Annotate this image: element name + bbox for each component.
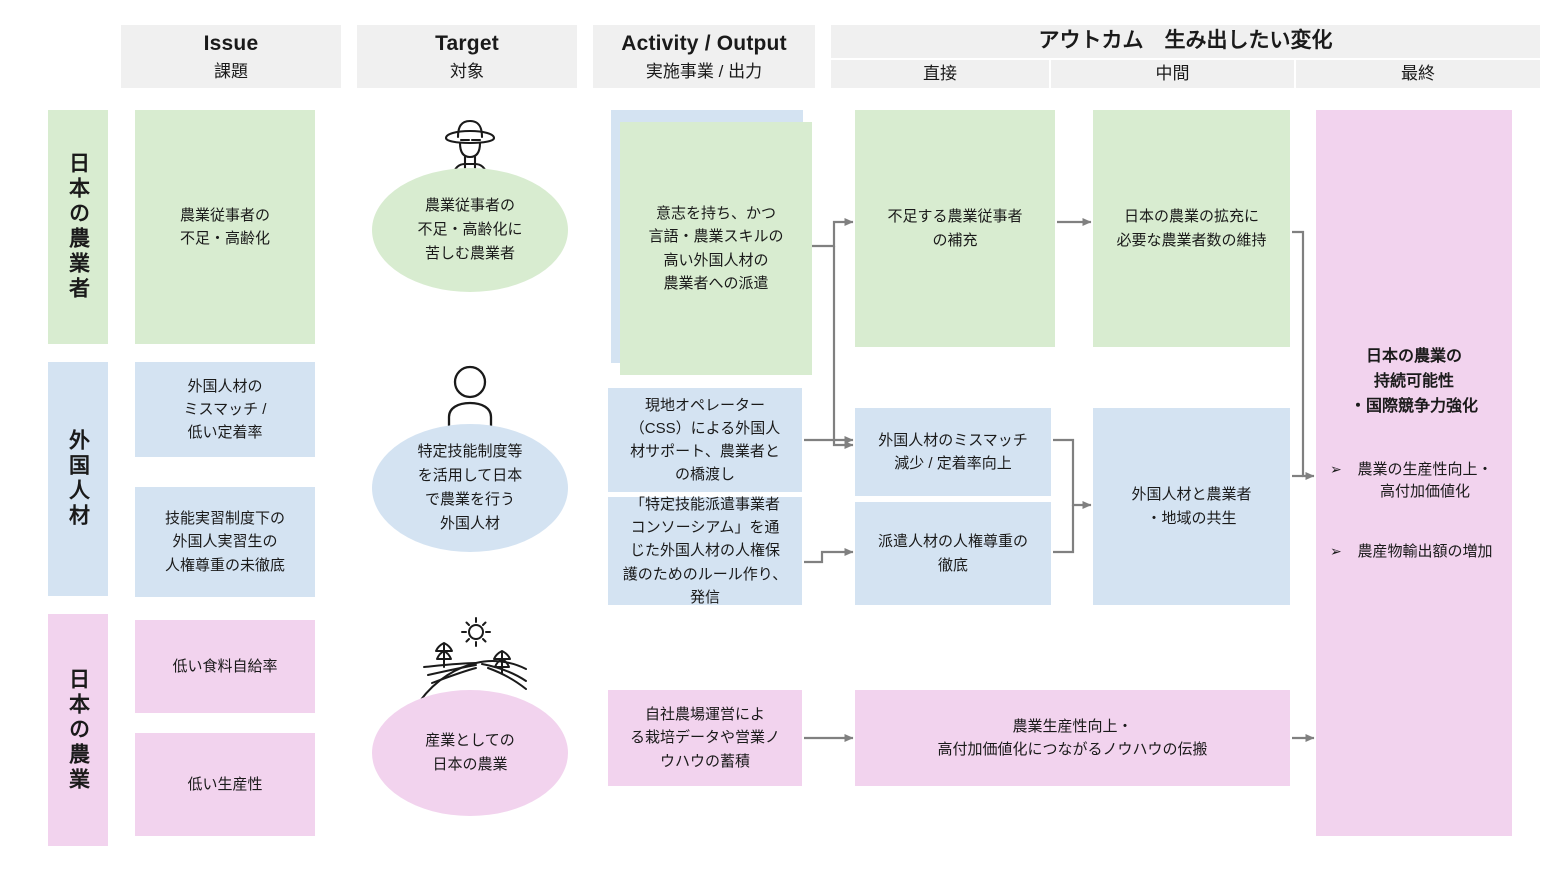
header-issue-jp: 課題: [213, 61, 248, 81]
intermediate-outcome-1: 日本の農業の拡充に 必要な農業者数の維持: [1093, 110, 1290, 347]
issue-card-3: 技能実習制度下の 外国人実習生の 人権尊重の未徹底: [135, 487, 315, 597]
intermediate-outcome-2: 外国人材と農業者 ・地域の共生: [1093, 408, 1290, 605]
bullet-arrow-icon-2: ➢: [1330, 543, 1342, 560]
header-outcome-final: 最終: [1296, 60, 1540, 88]
activity-card-3: 「特定技能派遣事業者 コンソーシアム」を通 じた外国人材の人権保 護のためのルー…: [608, 496, 802, 606]
target-ellipse-3: 産業としての 日本の農業: [372, 690, 568, 816]
person-icon: [437, 365, 503, 431]
header-target: Target 対象: [357, 25, 577, 88]
final-outcome-bullets: ➢ 農業の生産性向上・ 高付加価値化 ➢ 農産物輸出額の増加: [1316, 436, 1512, 601]
header-target-jp: 対象: [449, 61, 484, 81]
header-issue-en: Issue: [203, 32, 259, 56]
header-outcome-final-label: 最終: [1401, 64, 1435, 84]
header-outcome-intermediate-label: 中間: [1155, 64, 1190, 84]
activity-card-2: 現地オペレーター （CSS）による外国人 材サポート、農業者と の橋渡し: [608, 388, 802, 492]
header-outcome-banner: アウトカム 生み出したい変化: [831, 25, 1540, 58]
row-rail-label-3: 日本の農業: [66, 667, 90, 793]
row-rail-label-1: 日本の農業者: [66, 152, 90, 302]
header-issue: Issue 課題: [121, 25, 341, 88]
final-outcome-bullet-text-1: 農業の生産性向上・ 高付加価値化: [1357, 460, 1493, 501]
issue-card-5: 低い生産性: [135, 733, 315, 836]
header-activity-jp: 実施事業 / 出力: [645, 61, 763, 81]
direct-outcome-3: 派遣人材の人権尊重の 徹底: [855, 502, 1051, 605]
row-rail-label-2: 外国人材: [66, 429, 90, 529]
header-activity-output: Activity / Output 実施事業 / 出力: [593, 25, 815, 88]
row-rail-foreign-workers: 外国人材: [48, 362, 108, 596]
direct-outcome-1: 不足する農業従事者 の補充: [855, 110, 1055, 347]
final-outcome-panel: 日本の農業の 持続可能性 ・国際競争力強化 ➢ 農業の生産性向上・ 高付加価値化…: [1316, 110, 1512, 836]
header-activity-en: Activity / Output: [621, 32, 787, 56]
bullet-arrow-icon-1: ➢: [1330, 460, 1342, 477]
row-rail-japanese-farmers: 日本の農業者: [48, 110, 108, 344]
final-outcome-bullet-text-2: 農産物輸出額の増加: [1357, 543, 1493, 561]
intermediate-outcome-3: 農業生産性向上・ 高付加価値化につながるノウハウの伝搬: [855, 690, 1290, 786]
final-outcome-bullet-2: ➢ 農産物輸出額の増加: [1330, 541, 1498, 564]
final-outcome-title: 日本の農業の 持続可能性 ・国際競争力強化: [1349, 348, 1478, 415]
activity-card-1: 意志を持ち、かつ 言語・農業スキルの 高い外国人材の 農業者への派遣: [620, 122, 812, 375]
header-target-en: Target: [435, 32, 499, 56]
target-ellipse-2: 特定技能制度等 を活用して日本 で農業を行う 外国人材: [372, 424, 568, 552]
header-outcome-intermediate: 中間: [1051, 60, 1294, 88]
activity-card-4: 自社農場運営によ る栽培データや営業ノ ウハウの蓄積: [608, 690, 802, 786]
header-outcome-direct-label: 直接: [923, 64, 957, 84]
issue-card-1: 農業従事者の 不足・高齢化: [135, 110, 315, 344]
issue-card-2: 外国人材の ミスマッチ / 低い定着率: [135, 362, 315, 457]
farmland-sun-icon: [406, 615, 532, 702]
header-outcome-direct: 直接: [831, 60, 1049, 88]
target-ellipse-1: 農業従事者の 不足・高齢化に 苦しむ農業者: [372, 168, 568, 292]
final-outcome-content: 日本の農業の 持続可能性 ・国際競争力強化 ➢ 農業の生産性向上・ 高付加価値化…: [1316, 345, 1512, 601]
header-outcome-title: アウトカム 生み出したい変化: [1038, 29, 1333, 53]
final-outcome-bullet-1: ➢ 農業の生産性向上・ 高付加価値化: [1330, 459, 1498, 504]
direct-outcome-2: 外国人材のミスマッチ 減少 / 定着率向上: [855, 408, 1051, 496]
issue-card-4: 低い食料自給率: [135, 620, 315, 713]
row-rail-japanese-agriculture: 日本の農業: [48, 614, 108, 846]
